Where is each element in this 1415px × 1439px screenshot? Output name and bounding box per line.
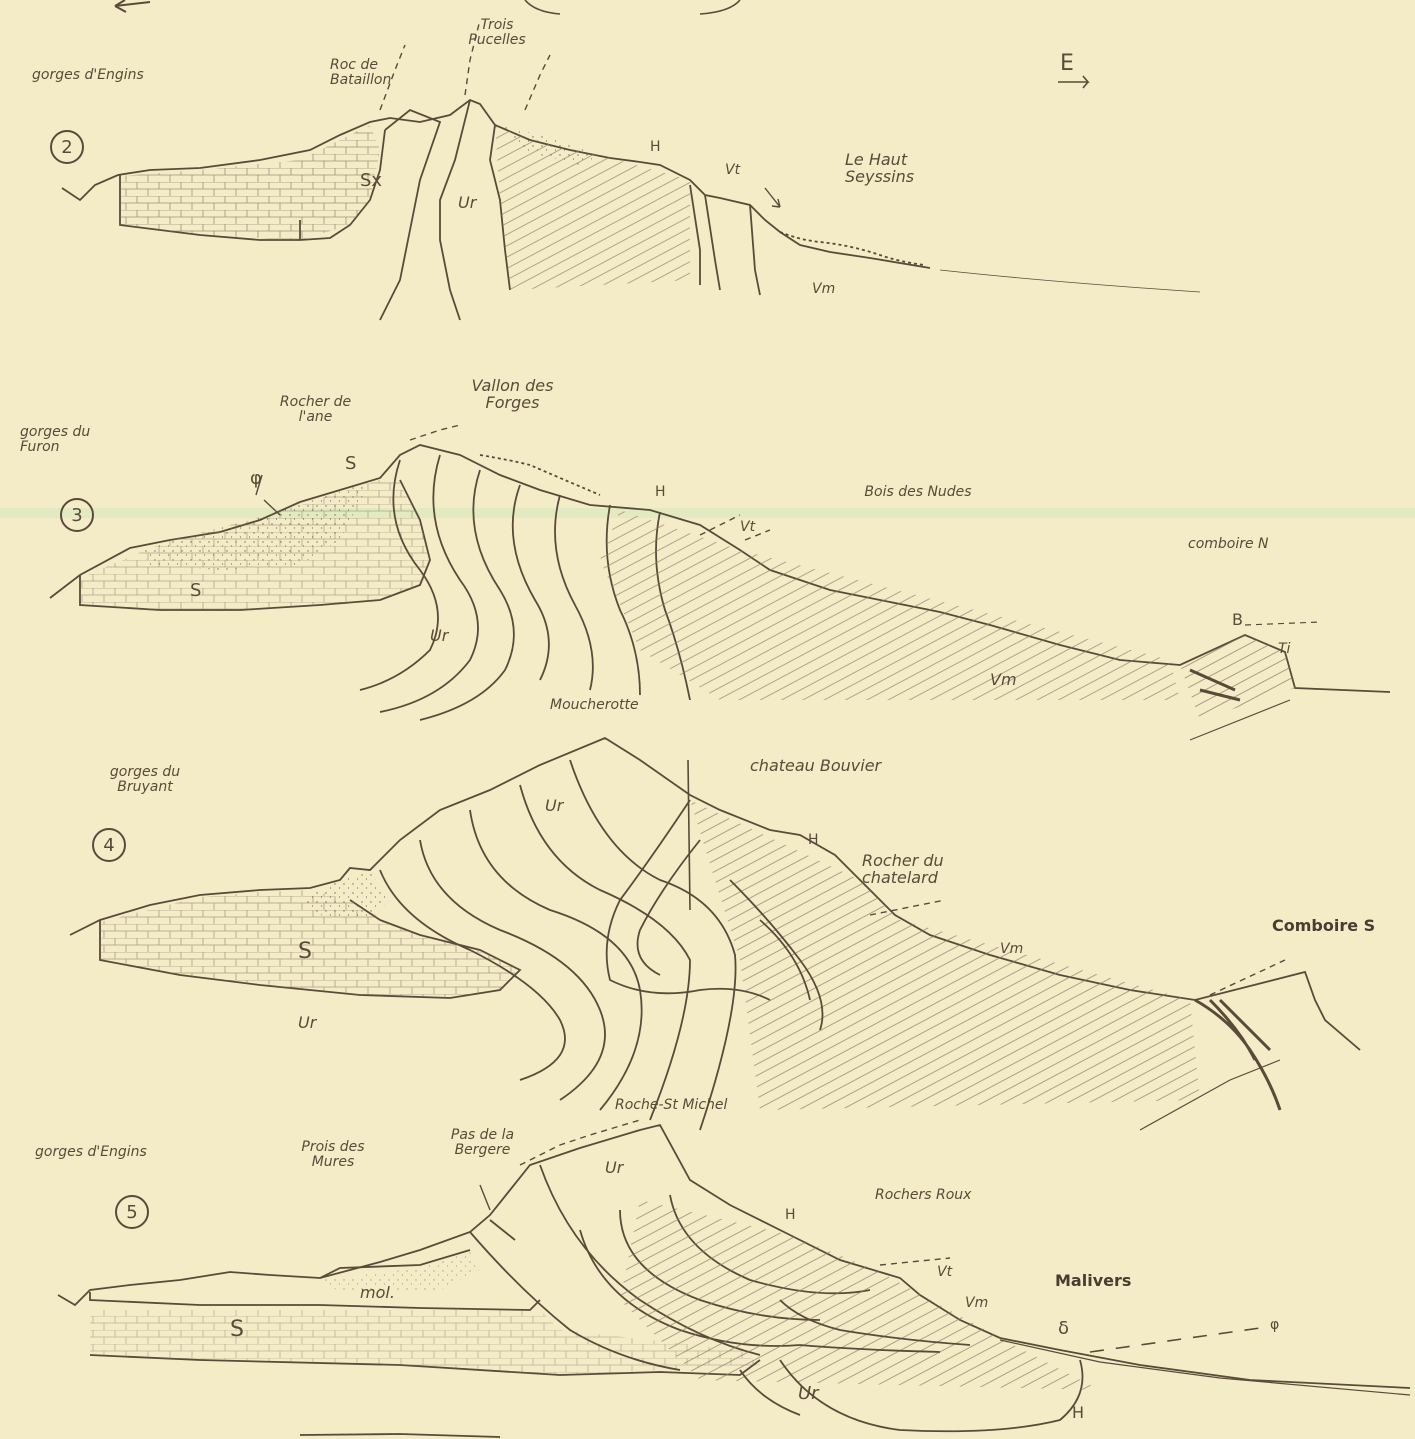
section-5-ur-top-label: Ur	[605, 1160, 623, 1177]
section-5-pas-label: Pas de la Bergere	[430, 1128, 535, 1157]
section-5-phi-label: φ	[1270, 1318, 1279, 1333]
section-3-h-label: H	[655, 485, 666, 500]
section-2-vt-label: Vt	[725, 163, 740, 178]
section-5-malivers-label: Malivers	[1055, 1273, 1131, 1290]
section-3-ti-label: Ti	[1278, 642, 1290, 657]
section-5-fault-symbol: δ	[1058, 1320, 1069, 1339]
section-4-rocher-label: Rocher du chatelard	[862, 853, 1002, 887]
section-2-trois-pucelles-label: Trois Pucelles	[462, 18, 532, 47]
section-4-comboire-s-label: Comboire S	[1272, 918, 1375, 935]
section-4-s-label: S	[298, 940, 312, 963]
section-5-vt-label: Vt	[937, 1265, 952, 1280]
section-5-h-top-label: H	[785, 1208, 796, 1223]
east-arrow	[1058, 76, 1088, 88]
section-2-vm-label: Vm	[812, 282, 835, 297]
section-4-ur-bottom-label: Ur	[298, 1015, 316, 1032]
east-direction-label: E	[1060, 52, 1074, 75]
west-arrow	[115, 0, 150, 12]
section-4-drawing	[70, 738, 1360, 1130]
section-2-h-label: H	[650, 140, 661, 155]
section-3-bois-label: Bois des Nudes	[863, 485, 973, 500]
section-4-gorges-label: gorges du Bruyant	[90, 765, 200, 794]
section-5-number: 5	[115, 1195, 149, 1229]
section-3-comboire-n-label: comboire N	[1188, 537, 1269, 552]
section-2-ur-label: Ur	[458, 195, 476, 212]
scan-stripe	[0, 508, 1415, 518]
section-2-roc-label: Roc de Bataillon	[330, 58, 440, 87]
section-2-drawing	[62, 20, 1200, 320]
section-2-number: 2	[50, 130, 84, 164]
section-5-ur-bottom-label: Ur	[798, 1385, 819, 1404]
section-2-haut-seyssins-label: Le Haut Seyssins	[845, 152, 965, 186]
section-5-drawing	[58, 1120, 1410, 1437]
section-5-vm-label: Vm	[965, 1296, 988, 1311]
section-5-rochers-label: Rochers Roux	[875, 1188, 971, 1203]
section-3-vallon-label: Vallon des Forges	[455, 378, 570, 412]
section-5-s-label: S	[230, 1318, 244, 1341]
section-3-vt-label: Vt	[740, 520, 755, 535]
section-3-vm-label: Vm	[990, 672, 1017, 689]
section-4-vm-label: Vm	[1000, 942, 1023, 957]
section-3-gorges-label: gorges du Furon	[20, 425, 110, 454]
section-4-number: 4	[92, 828, 126, 862]
section-4-h-label: H	[808, 833, 819, 848]
section-5-mol-label: mol.	[360, 1285, 395, 1302]
section-3-b-label: B	[1232, 612, 1243, 629]
section-4-chateau-label: chateau Bouvier	[750, 758, 881, 775]
section-3-s-bottom-label: S	[190, 582, 201, 601]
header-bracket-fragment	[525, 0, 740, 14]
section-2-sx-label: Sx	[360, 172, 382, 191]
section-3-number: 3	[60, 498, 94, 532]
section-3-rocher-label: Rocher de l'ane	[268, 395, 363, 424]
section-5-gorges-label: gorges d'Engins	[35, 1145, 147, 1160]
section-2-gorges-label: gorges d'Engins	[32, 68, 144, 83]
section-3-phi-label: φ	[250, 470, 262, 489]
section-5-roche-label: Roche-St Michel	[615, 1098, 727, 1113]
section-4-moucherotte-label: Moucherotte	[550, 698, 639, 713]
section-4-ur-top-label: Ur	[545, 798, 563, 815]
section-5-prois-label: Prois des Mures	[288, 1140, 378, 1169]
section-3-ur-label: Ur	[430, 628, 448, 645]
section-5-h-bottom-label: H	[1072, 1405, 1084, 1422]
section-3-s-top-label: S	[345, 455, 356, 474]
